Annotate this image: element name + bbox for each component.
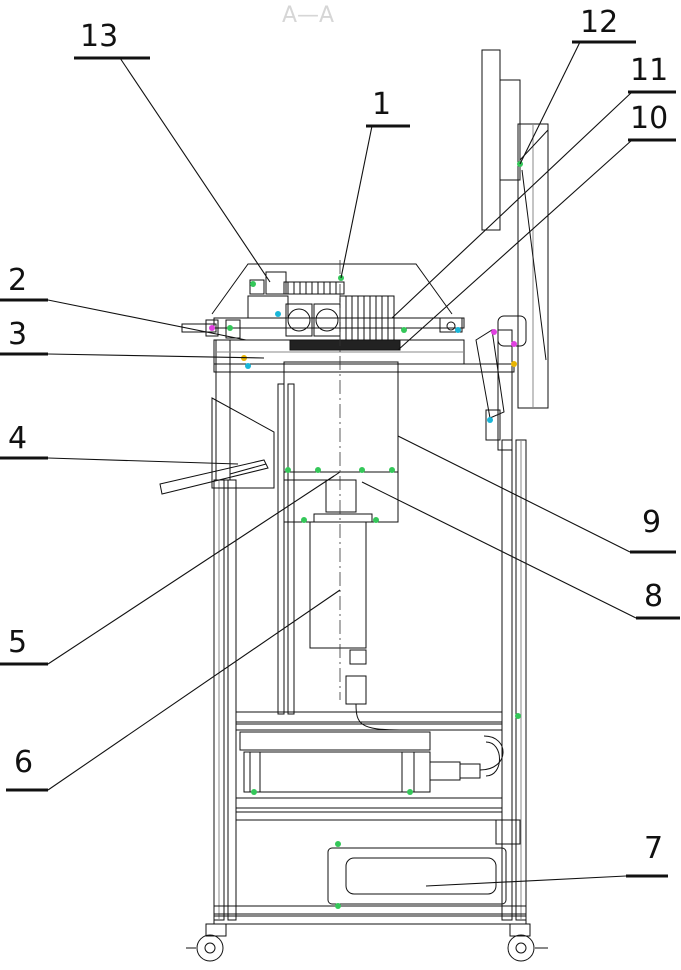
view-title: A—A [282, 3, 334, 28]
caster-right [507, 923, 548, 962]
svg-text:2: 2 [8, 263, 27, 298]
callout-8: 8 [361, 481, 680, 620]
svg-text:5: 5 [8, 625, 27, 660]
fastener-markers [209, 161, 523, 909]
callout-13: 13 [74, 19, 271, 283]
svg-text:7: 7 [644, 831, 663, 866]
svg-text:1: 1 [372, 87, 391, 122]
callout-3: 3 [0, 317, 265, 359]
callout-7: 7 [425, 831, 668, 887]
caster-left [186, 923, 227, 962]
motor-assembly [309, 479, 401, 731]
svg-text:4: 4 [8, 421, 27, 456]
callout-2: 2 [0, 263, 247, 341]
svg-text:13: 13 [80, 19, 118, 54]
machine-frame [213, 317, 527, 925]
battery-box [327, 819, 521, 905]
svg-text:9: 9 [642, 505, 661, 540]
chute [159, 397, 275, 495]
svg-text:12: 12 [580, 5, 618, 40]
svg-text:11: 11 [630, 53, 668, 88]
connector-2 [181, 319, 241, 339]
callout-11: 11 [391, 53, 676, 319]
lower-cylinder [239, 731, 504, 793]
callout-4: 4 [0, 421, 239, 465]
callout-5: 5 [0, 475, 335, 666]
callout-12: 12 [519, 5, 636, 165]
svg-text:3: 3 [8, 317, 27, 352]
callout-6: 6 [6, 589, 341, 792]
svg-text:10: 10 [630, 101, 668, 136]
callout-1: 1 [340, 87, 410, 279]
callout-10: 10 [397, 101, 676, 351]
svg-text:6: 6 [14, 745, 33, 780]
screen-arm [475, 49, 549, 441]
svg-text:8: 8 [644, 579, 663, 614]
top-housing [211, 263, 463, 351]
callout-9: 9 [397, 435, 676, 554]
